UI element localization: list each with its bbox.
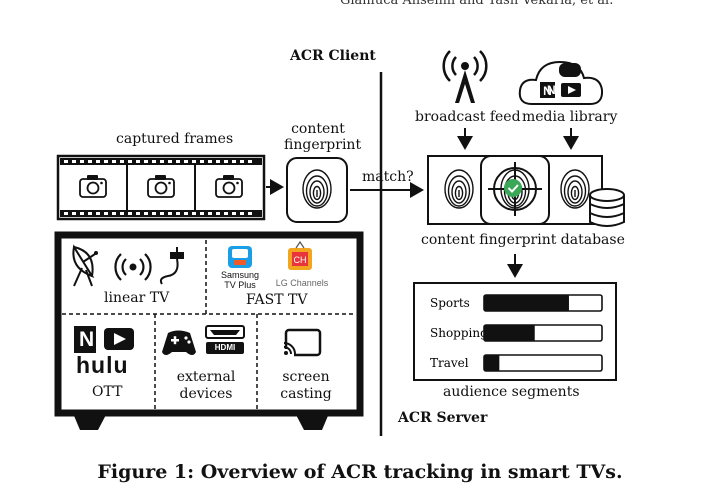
film-strip — [56, 154, 266, 221]
segment-bar-fill — [484, 295, 569, 311]
svg-text:N: N — [543, 84, 552, 98]
ott-label: OTT — [92, 384, 123, 400]
samsung-label-2: TV Plus — [224, 280, 256, 290]
satellite-dish-icon — [72, 244, 98, 287]
cable-icon — [159, 247, 184, 285]
fingerprint-database-label: content fingerprint database — [421, 232, 625, 248]
match-check-icon — [504, 179, 522, 197]
segment-label: Sports — [430, 296, 470, 310]
segment-bar-fill — [484, 325, 535, 341]
netflix-n-label: N — [547, 83, 556, 97]
hdmi-icon — [205, 325, 245, 354]
screen-label-1: screen — [282, 369, 330, 385]
segment-label: Shopping — [430, 326, 488, 340]
samsung-label-1: Samsung — [220, 270, 260, 280]
header-authors: Gianluca Anselmi and Yash Vekaria, et al… — [340, 0, 614, 8]
signal-icon — [114, 253, 152, 281]
fast-tv-label: FAST TV — [246, 292, 308, 308]
screen-cast-icon — [283, 328, 322, 359]
broadcast-feed-label: broadcast feed — [415, 109, 521, 125]
samsung-tv-plus-logo — [228, 246, 252, 268]
netflix-n: N — [79, 328, 95, 351]
gamepad-icon — [162, 330, 196, 355]
youtube-logo — [104, 328, 134, 350]
acr-client-heading: ACR Client — [290, 48, 376, 64]
linear-tv-label: linear TV — [104, 290, 170, 306]
fingerprint-database — [427, 155, 603, 225]
captured-frames-label: captured frames — [116, 131, 234, 147]
external-label-2: devices — [179, 386, 233, 402]
lg-channels-label: LG Channels — [275, 278, 329, 288]
content-fingerprint-label-1: content — [291, 121, 345, 137]
svg-text:CH: CH — [294, 255, 307, 265]
segment-label: Travel — [430, 356, 469, 370]
figure-caption: Figure 1: Overview of ACR tracking in sm… — [97, 461, 623, 483]
client-fingerprint-icon — [286, 157, 348, 223]
audience-segments-label: audience segments — [443, 384, 580, 400]
database-icon — [589, 188, 625, 227]
lg-channels-logo: CH — [288, 240, 312, 270]
media-library-cloud-icon: N — [518, 60, 604, 105]
hulu-logo: hulu — [76, 352, 129, 378]
media-library-label: media library — [522, 109, 618, 125]
segment-bar-track — [483, 354, 603, 372]
content-fingerprint-label-2: fingerprint — [284, 137, 362, 153]
hdmi-label: HDMI — [214, 343, 236, 352]
screen-label-2: casting — [280, 386, 332, 402]
external-label-1: external — [176, 369, 236, 385]
broadcast-tower-icon — [442, 50, 488, 103]
acr-server-heading: ACR Server — [398, 410, 488, 426]
netflix-logo — [74, 326, 96, 353]
match-label: match? — [362, 169, 414, 185]
segment-bar-fill — [484, 355, 500, 371]
